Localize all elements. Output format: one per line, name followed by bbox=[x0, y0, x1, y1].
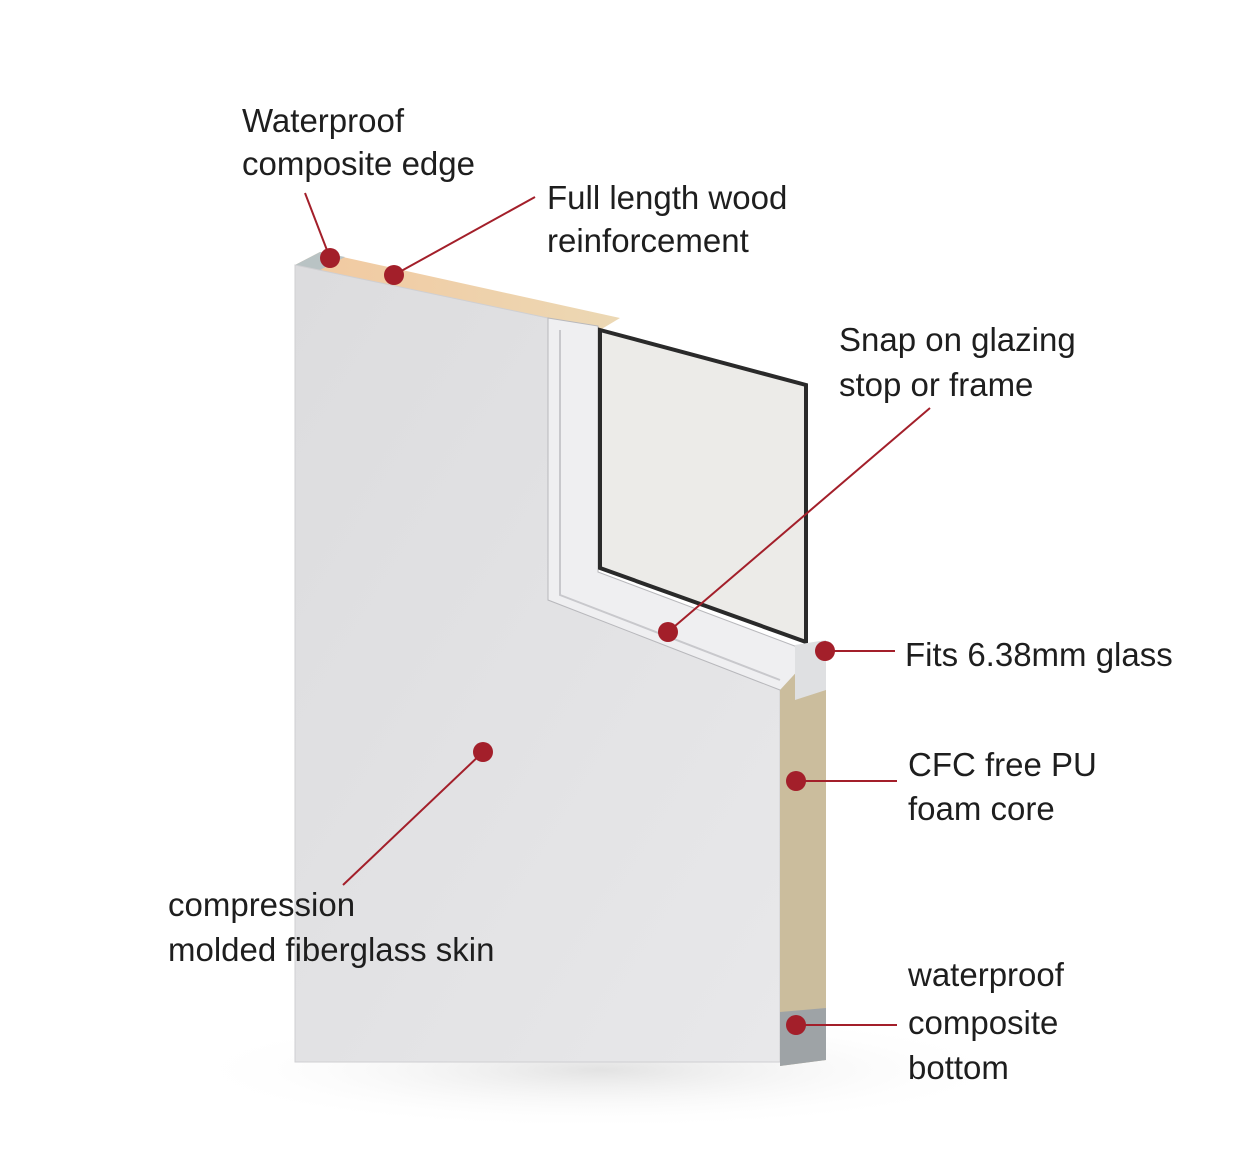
label-line: reinforcement bbox=[547, 222, 749, 259]
callout-glazing-stop: Snap on glazing stop or frame bbox=[658, 321, 1076, 642]
label-line: bottom bbox=[908, 1049, 1009, 1086]
label-line: Waterproof bbox=[242, 102, 405, 139]
callout-waterproof-edge: Waterproof composite edge bbox=[242, 102, 475, 268]
label-line: Snap on glazing bbox=[839, 321, 1076, 358]
callout-foam-core: CFC free PU foam core bbox=[786, 746, 1097, 827]
callout-glass: Fits 6.38mm glass bbox=[815, 636, 1173, 673]
callout-fiberglass-skin: compression molded fiberglass skin bbox=[168, 742, 495, 968]
label-line: foam core bbox=[908, 790, 1055, 827]
label-line: composite edge bbox=[242, 145, 475, 182]
glass-pane bbox=[598, 327, 808, 645]
label-line: Fits 6.38mm glass bbox=[905, 636, 1173, 673]
callout-wood-reinforcement: Full length wood reinforcement bbox=[384, 179, 787, 285]
label-line: waterproof bbox=[907, 956, 1065, 993]
callout-composite-bottom: waterproof composite bottom bbox=[786, 956, 1065, 1086]
label-line: Full length wood bbox=[547, 179, 787, 216]
composite-bottom-block bbox=[780, 1008, 826, 1066]
label-line: compression bbox=[168, 886, 355, 923]
door-side-edge bbox=[780, 640, 826, 1066]
label-line: CFC free PU bbox=[908, 746, 1097, 783]
label-line: molded fiberglass skin bbox=[168, 931, 495, 968]
label-line: stop or frame bbox=[839, 366, 1033, 403]
label-line: composite bbox=[908, 1004, 1058, 1041]
